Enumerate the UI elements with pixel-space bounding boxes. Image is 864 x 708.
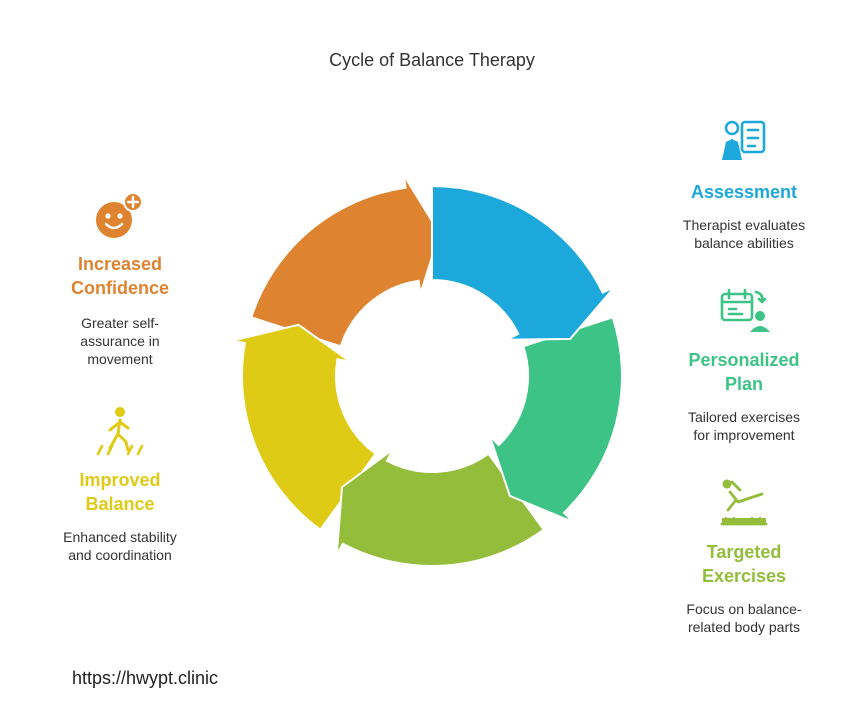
step-description-line: Therapist evaluates xyxy=(682,217,806,233)
step-description-line: Enhanced stability xyxy=(63,529,177,545)
walking-person-icon xyxy=(96,407,144,456)
step-description-exercises: Focus on balance-related body parts xyxy=(654,600,834,636)
calendar-person-icon xyxy=(720,288,770,332)
cycle-arrow-balance xyxy=(231,323,377,532)
cycle-arrow-exercises xyxy=(335,448,546,567)
step-label-line: Improved xyxy=(79,470,161,490)
step-description-line: and coordination xyxy=(68,547,172,563)
cycle-arrow-plan xyxy=(488,316,623,523)
step-description-line: movement xyxy=(87,351,153,367)
step-description-line: for improvement xyxy=(693,427,795,443)
step-description-plan: Tailored exercises for improvement xyxy=(654,408,834,444)
step-label-line: Balance xyxy=(85,494,155,514)
step-label-line: Increased xyxy=(77,254,163,274)
cycle-arrow-assessment xyxy=(431,184,616,341)
step-label-line: Personalized xyxy=(688,350,800,370)
step-label-line: Confidence xyxy=(70,278,169,298)
step-description-line: Tailored exercises xyxy=(687,409,801,425)
step-description-confidence: Greater self-assurance in movement xyxy=(30,314,210,368)
step-label-assessment: Assessment xyxy=(664,180,824,204)
exercise-stretch-icon xyxy=(720,479,768,526)
step-description-assessment: Therapist evaluates balance abilities xyxy=(654,216,834,252)
therapist-clipboard-icon xyxy=(722,120,766,160)
step-description-line: Focus on balance- xyxy=(686,601,802,617)
step-description-line: Greater self- xyxy=(81,315,159,331)
step-label-line: Targeted xyxy=(706,542,782,562)
step-description-line: assurance in xyxy=(80,333,160,349)
page-title: Cycle of Balance Therapy xyxy=(329,50,535,70)
step-label-line: Plan xyxy=(724,374,763,394)
step-description-balance: Enhanced stability and coordination xyxy=(30,528,210,564)
step-description-line: balance abilities xyxy=(694,235,794,251)
step-label-line: Exercises xyxy=(701,566,787,586)
cycle-arrow-confidence xyxy=(250,174,441,348)
step-label-line: Assessment xyxy=(690,182,798,202)
step-description-line: related body parts xyxy=(687,619,801,635)
footer-url: https://hwypt.clinic xyxy=(72,668,219,688)
smiley-plus-icon xyxy=(96,192,143,238)
